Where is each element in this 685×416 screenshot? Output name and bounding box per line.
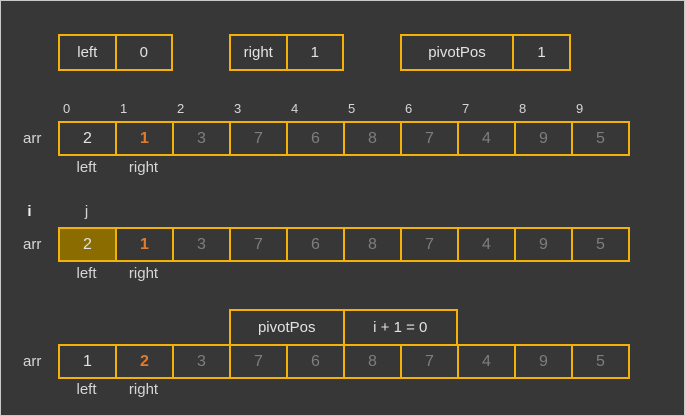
index-label: 1 (120, 101, 128, 116)
array-cell: 5 (571, 346, 628, 377)
array-label: arr (23, 236, 42, 253)
array-cell: 7 (400, 346, 457, 377)
annotation-pivotpos: pivotPos (257, 319, 316, 336)
array-cell: 7 (229, 346, 286, 377)
pointer-label-right: right (128, 381, 159, 398)
array-cell: 8 (343, 229, 400, 260)
array-cell: 3 (172, 346, 229, 377)
index-label: 0 (63, 101, 71, 116)
pointer-label-left: left (76, 381, 97, 398)
index-label: 5 (348, 101, 356, 116)
index-label: 2 (177, 101, 185, 116)
index-label: 7 (462, 101, 470, 116)
index-label: 8 (519, 101, 527, 116)
variable-box-left: left 0 (58, 34, 173, 71)
array-cell: 5 (571, 229, 628, 260)
pointer-row: left right (1, 381, 684, 401)
pointer-row: left right (1, 265, 684, 285)
array-cell: 2 (115, 346, 172, 377)
array-cell: 1 (83, 352, 92, 370)
array-label: arr (23, 130, 42, 147)
array-cell: 3 (172, 229, 229, 260)
array-cell: 9 (514, 346, 571, 377)
variable-name-left: left (77, 44, 98, 61)
variable-value-right: 1 (285, 36, 343, 69)
array-cell: 8 (343, 123, 400, 154)
array-cell: 3 (172, 123, 229, 154)
array-cell: 6 (286, 229, 343, 260)
array-cell: 8 (343, 346, 400, 377)
variable-value-pivotpos: 1 (512, 36, 569, 69)
array-cell: 7 (229, 229, 286, 260)
array-cell: 5 (571, 123, 628, 154)
array-cell: 2 (60, 229, 115, 260)
array-cell: 1 (115, 123, 172, 154)
index-row: 0 1 2 3 4 5 6 7 8 9 (1, 101, 684, 117)
array-cell: 6 (286, 123, 343, 154)
array-cell: 7 (400, 229, 457, 260)
annotation-i-plus-1: i + 1 = 0 (342, 311, 457, 344)
array-cell: 4 (457, 346, 514, 377)
array-cell: 9 (514, 123, 571, 154)
array-cell: 2 (83, 129, 92, 147)
pointer-label-right: right (128, 159, 159, 176)
index-label: 9 (576, 101, 584, 116)
array-cell: 7 (400, 123, 457, 154)
pointer-label-i: i (27, 203, 32, 220)
variable-name-right: right (243, 44, 273, 61)
index-label: 4 (291, 101, 299, 116)
variable-name-pivotpos: pivotPos (428, 44, 486, 61)
variable-value-left: 0 (114, 36, 172, 69)
array-cell: 4 (457, 123, 514, 154)
variable-box-pivotpos: pivotPos 1 (400, 34, 571, 71)
index-label: 3 (234, 101, 242, 116)
pointer-label-right: right (128, 265, 159, 282)
variable-box-right: right 1 (229, 34, 344, 71)
pointer-label-left: left (76, 159, 97, 176)
index-label: 6 (405, 101, 413, 116)
pointer-label-j: j (84, 203, 89, 220)
pointer-row: left right (1, 159, 684, 179)
array-cell: 4 (457, 229, 514, 260)
array-cell: 1 (115, 229, 172, 260)
array-cell: 9 (514, 229, 571, 260)
pivot-annotation-box: pivotPos i + 1 = 0 (229, 309, 458, 344)
pointer-label-left: left (76, 265, 97, 282)
array-label: arr (23, 353, 42, 370)
array-cell: 6 (286, 346, 343, 377)
array-cell: 7 (229, 123, 286, 154)
